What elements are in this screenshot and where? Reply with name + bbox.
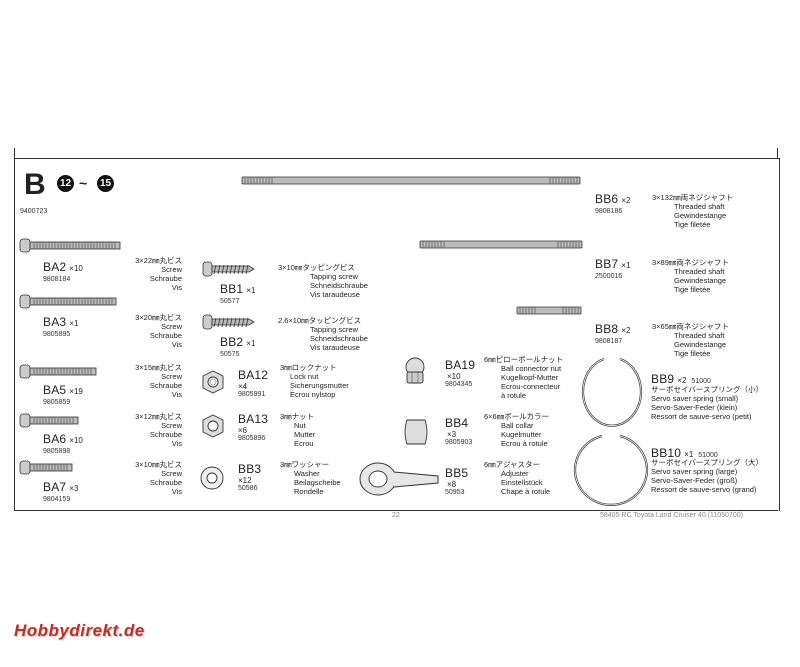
ball-collar-bb4-icon xyxy=(404,419,428,445)
section-letter: B xyxy=(24,168,46,201)
desc-ba13: 3㎜ナット Nut Mutter Ecrou xyxy=(280,412,316,448)
tapping-screw-bb1-icon xyxy=(202,261,255,277)
desc-bb6: 3×132㎜両ネジシャフト Threaded shaft Gewindestan… xyxy=(652,193,734,229)
parts-frame xyxy=(14,158,780,511)
desc-ba19: 6㎜ピローボールナット Ball connector nut Kugelkopf… xyxy=(484,355,564,400)
screw-ba2-icon xyxy=(19,238,121,253)
desc-ba2: 3×22㎜丸ビス Screw Schraube Vis xyxy=(135,256,182,292)
shaft-bb8-icon xyxy=(516,306,582,315)
part-ba3: BA3×1 9805895 xyxy=(43,315,79,338)
step-start-badge: 12 xyxy=(57,175,74,192)
desc-ba6: 3×12㎜丸ビス Screw Schraube Vis xyxy=(135,412,182,448)
part-ba7: BA7×3 9804159 xyxy=(43,480,79,503)
part-ba13: BA13 ×6 9805896 xyxy=(238,412,269,442)
part-ba5: BA5×19 9805859 xyxy=(43,383,83,406)
desc-bb3: 3㎜ワッシャー Washer Beilagscheibe Rondelle xyxy=(280,460,341,496)
part-bb8: BB8×2 9808187 xyxy=(595,322,631,345)
part-bb6: BB6×2 9808186 xyxy=(595,192,631,215)
shaft-bb7-icon xyxy=(419,240,583,249)
nut-ba13-icon xyxy=(202,414,224,438)
part-ba19: BA19 ×10 9804345 xyxy=(445,358,476,388)
desc-ba7: 3×10㎜丸ビス Screw Schraube Vis xyxy=(135,460,182,496)
part-bb1: BB1×1 50577 xyxy=(220,282,256,305)
desc-bb5: 6㎜アジャスター Adjuster Einstellstück Chape à … xyxy=(484,460,551,496)
washer-bb3-icon xyxy=(200,466,224,490)
servo-spring-small-bb9-icon xyxy=(581,357,643,427)
screw-ba7-icon xyxy=(19,460,73,475)
desc-bb10: サーボセイバースプリング（大） Servo saver spring (larg… xyxy=(651,458,763,494)
step-end-badge: 15 xyxy=(97,175,114,192)
desc-ba12: 3㎜ロックナット Lock nut Sicherungsmutter Ecrou… xyxy=(280,363,349,399)
part-ba12: BA12 ×4 9805991 xyxy=(238,368,269,398)
ball-connector-nut-ba19-icon xyxy=(405,357,425,384)
screw-ba3-icon xyxy=(19,294,117,309)
desc-ba5: 3×15㎜丸ビス Screw Schraube Vis xyxy=(135,363,182,399)
part-bb2: BB2×1 50575 xyxy=(220,335,256,358)
shaft-bb6-icon xyxy=(241,176,581,185)
part-bb3: BB3 ×12 50586 xyxy=(238,462,262,492)
tapping-screw-bb2-icon xyxy=(202,314,255,330)
part-ba6: BA6×10 9805898 xyxy=(43,432,83,455)
crop-mark-left xyxy=(14,148,15,158)
part-bb5: BB5 ×8 50953 xyxy=(445,466,469,496)
desc-bb4: 6×6㎜ボールカラー Ball collar Kugelmutter Ecrou… xyxy=(484,412,549,448)
servo-spring-large-bb10-icon xyxy=(573,434,649,506)
step-tilde: ~ xyxy=(79,175,88,191)
page-number: 22 xyxy=(392,512,400,519)
screw-ba5-icon xyxy=(19,364,97,379)
screw-ba6-icon xyxy=(19,413,79,428)
part-bb7: BB7×1 2500016 xyxy=(595,257,631,280)
desc-ba3: 3×20㎜丸ビス Screw Schraube Vis xyxy=(135,313,182,349)
watermark-logo: Hobbydirekt.de xyxy=(14,621,145,640)
crop-mark-right xyxy=(777,148,778,158)
desc-bb8: 3×65㎜両ネジシャフト Threaded shaft Gewindestang… xyxy=(652,322,729,358)
adjuster-bb5-icon xyxy=(359,462,439,496)
desc-bb9: サーボセイバースプリング（小） Servo saver spring (smal… xyxy=(651,385,763,421)
lock-nut-ba12-icon xyxy=(202,370,224,394)
desc-bb7: 3×89㎜両ネジシャフト Threaded shaft Gewindestang… xyxy=(652,258,729,294)
part-ba2: BA2×10 9808184 xyxy=(43,260,83,283)
kit-code: 9400723 xyxy=(20,208,48,215)
footer-text: 58405 RC Toyota Land Cruiser 40 (1105070… xyxy=(600,512,743,519)
desc-bb1: 3×10㎜タッピングビス Tapping screw Schneidschrau… xyxy=(278,263,368,299)
part-bb4: BB4 ×3 9805903 xyxy=(445,416,473,446)
desc-bb2: 2.6×10㎜タッピングビス Tapping screw Schneidschr… xyxy=(278,316,368,352)
bottom-rule xyxy=(14,510,778,511)
